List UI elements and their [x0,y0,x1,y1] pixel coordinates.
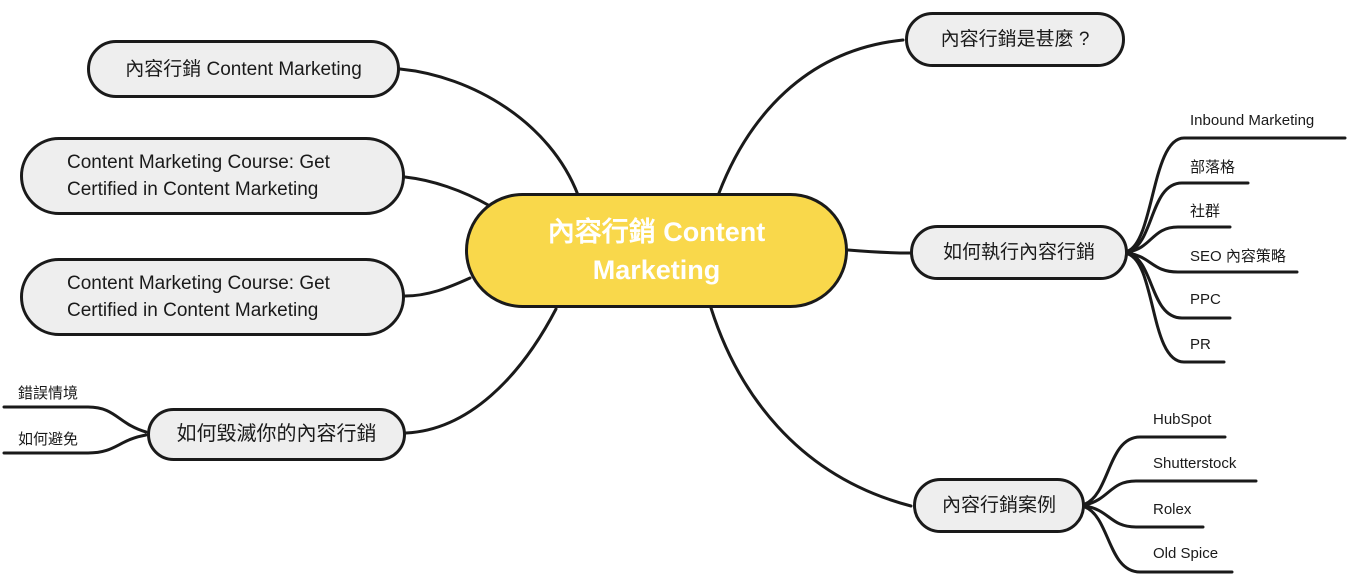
leaf-shutterstock[interactable]: Shutterstock [1153,455,1237,472]
connector-cases-leaf-2 [1083,504,1205,529]
connector-how-leaf-3 [1126,251,1299,274]
leaf-rolex[interactable]: Rolex [1153,501,1192,518]
connector-center-course-1 [403,175,492,208]
connector-cases-leaf-0 [1083,435,1227,506]
leaf-how-to-avoid[interactable]: 如何避免 [18,431,79,448]
leaf-hubspot[interactable]: HubSpot [1153,411,1212,428]
node-label: Content Marketing Course: Get Certified … [67,273,330,321]
node-case-studies[interactable]: 內容行銷案例 [913,478,1085,533]
connector-how-leaf-5 [1126,252,1226,364]
connector-destroy-leaf-1 [2,433,148,455]
leaf-blog[interactable]: 部落格 [1190,159,1236,176]
leaf-old-spice[interactable]: Old Spice [1153,545,1219,562]
node-course-2[interactable]: Content Marketing Course: Get Certified … [20,258,405,336]
node-what-is-content-marketing[interactable]: 內容行銷是甚麼 ? [905,12,1125,67]
leaf-wrong-scenarios[interactable]: 錯誤情境 [18,385,79,402]
leaf-pr[interactable]: PR [1190,336,1211,353]
node-label: 如何執行內容行銷 [942,242,1095,263]
connector-how-leaf-1 [1126,181,1250,254]
leaf-seo-content-strategy[interactable]: SEO 內容策略 [1190,248,1286,265]
connector-cases-leaf-1 [1083,479,1258,507]
node-label: 內容行銷案例 [941,495,1056,516]
connector-center-cases [709,306,913,508]
node-content-marketing[interactable]: 內容行銷 Content Marketing [87,40,400,98]
connector-cases-leaf-3 [1083,505,1234,574]
central-topic-label: 內容行銷 Content Marketing [547,216,766,285]
node-label: 內容行銷是甚麼 ? [940,29,1090,50]
connector-center-course-2 [403,276,472,298]
connector-center-what [717,38,905,195]
leaf-ppc[interactable]: PPC [1190,291,1221,308]
node-label: 如何毀滅你的內容行銷 [176,423,377,445]
node-label: Content Marketing Course: Get Certified … [67,152,330,200]
connector-how-leaf-2 [1126,225,1232,254]
node-how-to-execute[interactable]: 如何執行內容行銷 [910,225,1128,280]
leaf-social[interactable]: 社群 [1190,203,1221,220]
connector-center-destroy [404,307,558,435]
node-course-1[interactable]: Content Marketing Course: Get Certified … [20,137,405,215]
central-topic-node[interactable]: 內容行銷 Content Marketing [465,193,848,308]
connector-how-leaf-0 [1126,136,1347,253]
node-label: 內容行銷 Content Marketing [125,58,362,80]
connector-center-how [846,248,912,255]
node-destroy-content-marketing[interactable]: 如何毀滅你的內容行銷 [147,408,406,461]
connector-destroy-leaf-0 [2,405,148,434]
connector-how-leaf-4 [1126,251,1232,320]
connector-center-topic-left [398,67,580,197]
leaf-inbound-marketing[interactable]: Inbound Marketing [1190,112,1315,129]
